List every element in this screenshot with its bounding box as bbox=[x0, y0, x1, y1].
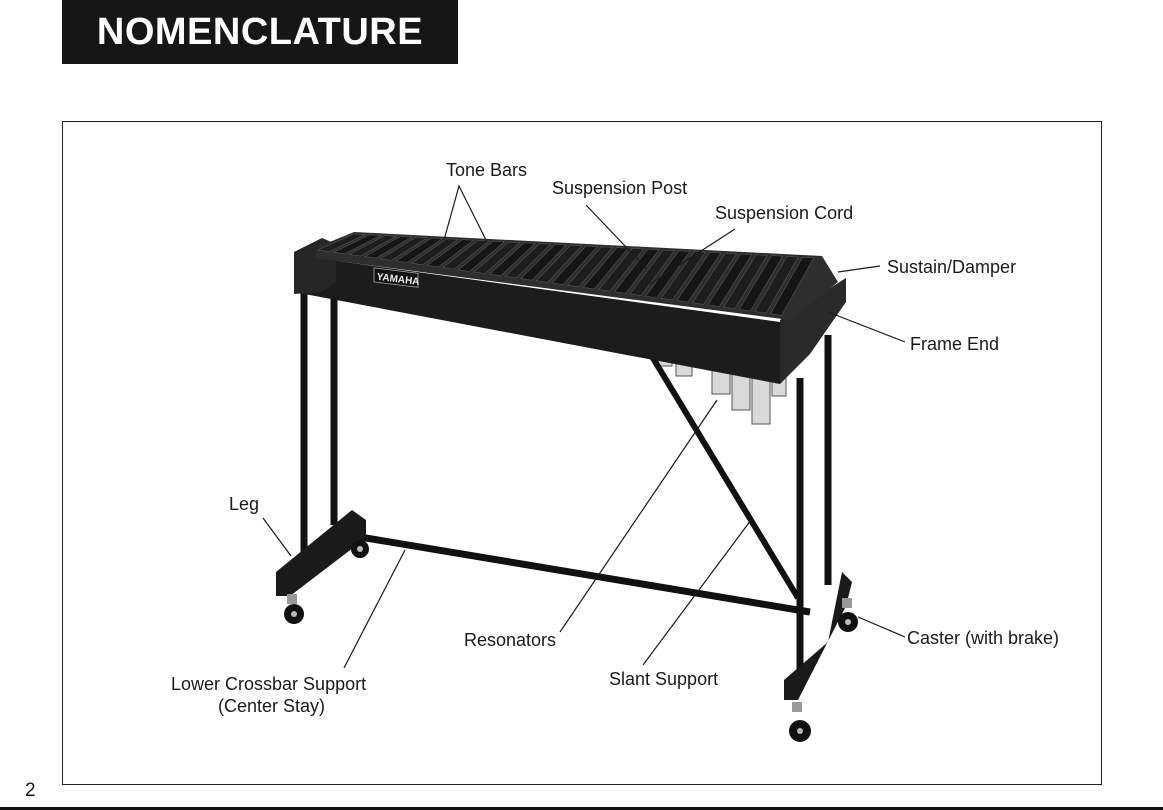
label-center-stay: (Center Stay) bbox=[218, 696, 325, 716]
label-leg: Leg bbox=[229, 494, 259, 514]
label-resonators: Resonators bbox=[464, 630, 556, 650]
label-sustain-damper: Sustain/Damper bbox=[887, 257, 1016, 277]
label-frame-end: Frame End bbox=[910, 334, 999, 354]
label-tone-bars: Tone Bars bbox=[446, 160, 527, 180]
right-legs bbox=[800, 335, 828, 680]
label-slant-support: Slant Support bbox=[609, 669, 718, 689]
label-suspension-cord: Suspension Cord bbox=[715, 203, 853, 223]
page-number: 2 bbox=[25, 780, 36, 802]
label-suspension-post: Suspension Post bbox=[552, 178, 687, 198]
lower-crossbar bbox=[348, 535, 810, 612]
label-caster: Caster (with brake) bbox=[907, 628, 1059, 648]
left-legs bbox=[304, 282, 334, 560]
label-lower-crossbar: Lower Crossbar Support bbox=[171, 674, 366, 694]
